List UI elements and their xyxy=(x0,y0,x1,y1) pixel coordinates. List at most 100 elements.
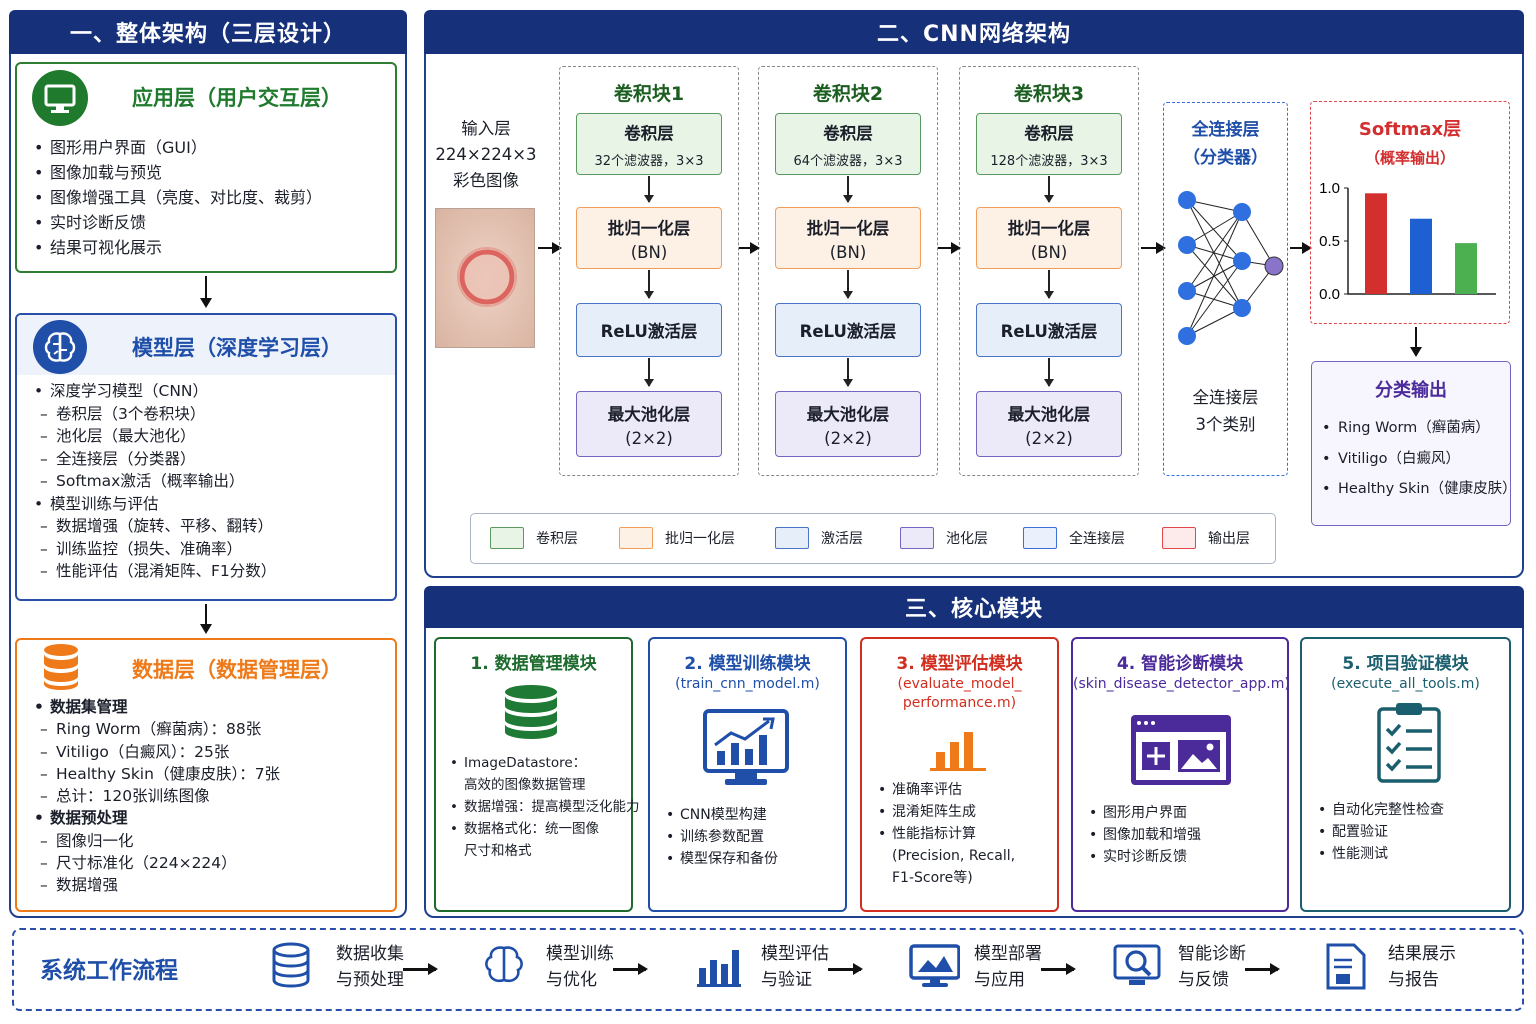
legend-item: 激活层 xyxy=(775,527,863,549)
model-layer-item: Softmax激活（概率输出） xyxy=(32,470,276,493)
workflow-step-label: 结果展示与报告 xyxy=(1388,941,1456,993)
workflow-step-line1: 模型部署 xyxy=(974,944,1042,964)
brain-icon xyxy=(485,946,523,983)
workflow-step-line1: 结果展示 xyxy=(1388,944,1456,964)
legend-label: 输出层 xyxy=(1208,531,1250,547)
arrow-block1-to-block2 xyxy=(739,242,760,254)
app-layer-item: 实时诊断反馈 xyxy=(32,210,322,235)
module-title: 1. 数据管理模块 xyxy=(470,654,597,674)
workflow-step-line1: 智能诊断 xyxy=(1178,944,1246,964)
module-feature: 配置验证 xyxy=(1316,821,1444,843)
monitor-icon xyxy=(909,944,960,987)
workflow-arrow xyxy=(1245,963,1280,975)
workflow-arrow xyxy=(1041,963,1076,975)
layer-arrow xyxy=(644,358,654,387)
workflow-step-line1: 数据收集 xyxy=(336,944,404,964)
report-icon xyxy=(1326,943,1366,990)
legend-swatch xyxy=(1162,527,1196,549)
workflow-step-label: 数据收集与预处理 xyxy=(336,941,404,993)
softmax-bar-ring-worm xyxy=(1365,193,1387,294)
legend-item: 输出层 xyxy=(1162,527,1250,549)
legend-box xyxy=(470,513,1276,564)
softmax-box xyxy=(1310,101,1510,324)
batchnorm-layer: 批归一化层(BN) xyxy=(775,207,921,269)
app-layer-item: 图像增强工具（亮度、对比度、裁剪） xyxy=(32,185,322,210)
layer-arrow xyxy=(1044,270,1054,299)
app-layer-item: 图形用户界面（GUI） xyxy=(32,135,322,160)
arrow-model-to-data xyxy=(200,604,212,634)
workflow-step-label: 模型评估与验证 xyxy=(761,941,829,993)
input-layer-label: 输入层 224×224×3 彩色图像 xyxy=(435,119,537,190)
conv-layer-label: 卷积层 xyxy=(1024,123,1074,143)
conv-layer-label: 卷积层 xyxy=(823,123,873,143)
softmax-ytick: 0.5 xyxy=(1319,233,1340,250)
module-feature: 实时诊断反馈 xyxy=(1087,846,1201,868)
workflow-step: 数据收集与预处理 xyxy=(270,941,404,993)
arrow-block2-to-block3 xyxy=(938,242,961,254)
workflow-arrow xyxy=(828,963,863,975)
workflow-step-line2: 与报告 xyxy=(1388,970,1439,990)
module-feature: 数据格式化：统一图像 xyxy=(448,818,640,840)
bn-layer-sub: (BN) xyxy=(630,242,668,262)
output-title: 分类输出 xyxy=(1375,380,1447,401)
checklist-icon xyxy=(1377,703,1441,783)
module-feature: 性能指标计算 xyxy=(876,823,1015,845)
legend-swatch xyxy=(900,527,934,549)
workflow-step: 结果展示与报告 xyxy=(1322,941,1456,993)
workflow-step-label: 模型部署与应用 xyxy=(974,941,1042,993)
workflow-step-line2: 与反馈 xyxy=(1178,970,1229,990)
conv-block-title: 卷积块1 xyxy=(613,83,685,105)
module-filename: (train_cnn_model.m) xyxy=(675,676,820,692)
batchnorm-layer: 批归一化层(BN) xyxy=(976,207,1122,269)
data-layer-title: 数据层（数据管理层） xyxy=(132,658,342,682)
fc-box xyxy=(1163,102,1288,476)
layer-arrow xyxy=(843,176,853,203)
conv-block-3: 卷积块3 xyxy=(959,66,1139,476)
model-layer-item: 卷积层（3个卷积块） xyxy=(32,403,276,426)
workflow-step-label: 智能诊断与反馈 xyxy=(1178,941,1246,993)
conv-block-title: 卷积块2 xyxy=(812,83,884,105)
legend-label: 全连接层 xyxy=(1069,531,1125,547)
database-icon xyxy=(505,685,557,739)
fc-network-icon xyxy=(1178,191,1284,345)
softmax-bar-vitiligo xyxy=(1410,218,1432,294)
module-feature: 图像加载和增强 xyxy=(1087,824,1201,846)
conv-layer: 卷积层 32个滤波器，3×3 xyxy=(576,113,722,175)
batchnorm-layer: 批归一化层(BN) xyxy=(576,207,722,269)
model-layer-item: 性能评估（混淆矩阵、F1分数） xyxy=(32,560,276,583)
relu-layer-label: ReLU激活层 xyxy=(799,322,897,341)
softmax-bar-chart: 1.00.50.0 xyxy=(1319,180,1496,302)
conv-block-2: 卷积块2 xyxy=(758,66,938,476)
brain-icon xyxy=(33,320,87,374)
legend-item: 批归一化层 xyxy=(619,527,735,549)
module-feature: ImageDatastore： xyxy=(448,752,640,774)
workflow-step: 模型评估与验证 xyxy=(695,941,829,993)
module-title: 5. 项目验证模块 xyxy=(1342,654,1469,674)
module-feature: CNN模型构建 xyxy=(664,804,778,826)
workflow-step-line2: 与应用 xyxy=(974,970,1025,990)
module-feature: 训练参数配置 xyxy=(664,826,778,848)
input-skin-image xyxy=(435,208,535,348)
module-feature: 混淆矩阵生成 xyxy=(876,801,1015,823)
workflow-step: 模型训练与优化 xyxy=(480,941,614,993)
data-layer-item: 数据预处理 xyxy=(32,807,280,830)
layer-arrow xyxy=(644,176,654,203)
pool-layer-label: 最大池化层 xyxy=(806,404,890,424)
workflow-step: 智能诊断与反馈 xyxy=(1112,941,1246,993)
fc-title: 全连接层 （分类器） xyxy=(1183,120,1268,168)
module-feature: 高效的图像数据管理 xyxy=(464,777,586,793)
module-card-5: 5. 项目验证模块(execute_all_tools.m)自动化完整性检查配置… xyxy=(1300,637,1511,912)
relu-layer: ReLU激活层 xyxy=(976,303,1122,357)
module-feature: 数据增强：提高模型泛化能力 xyxy=(448,796,640,818)
pool-layer-sub: (2×2) xyxy=(824,428,872,448)
legend-swatch xyxy=(619,527,653,549)
module-card-4: 4. 智能诊断模块(skin_disease_detector_app.m)图形… xyxy=(1071,637,1290,912)
conv-block-1: 卷积块1 xyxy=(559,66,739,476)
conv-layer-label: 卷积层 xyxy=(624,123,674,143)
model-layer-item: 数据增强（旋转、平移、翻转） xyxy=(32,515,276,538)
workflow-box xyxy=(12,928,1524,1011)
module-filename: (skin_disease_detector_app.m) xyxy=(1073,676,1290,692)
conv-layer-filters: 32个滤波器，3×3 xyxy=(594,153,704,169)
workflow-title: 系统工作流程 xyxy=(40,958,178,984)
